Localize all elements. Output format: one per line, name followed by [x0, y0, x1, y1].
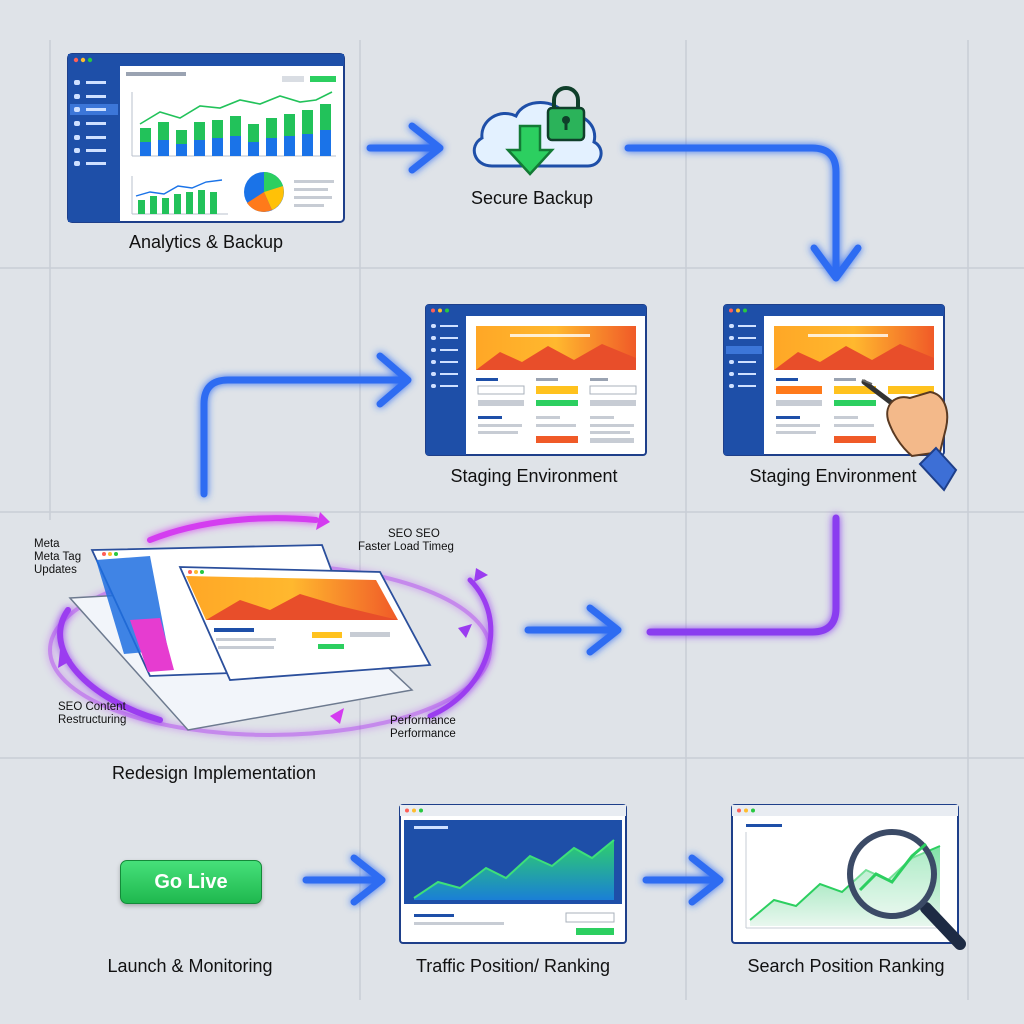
- annotation-meta: Meta Meta Tag Updates: [34, 538, 81, 577]
- redesign-pages-stack: [48, 512, 494, 737]
- dashboard-small-chart: [131, 176, 228, 215]
- pen-hand-icon: [861, 379, 958, 492]
- step-label-analytics-backup: Analytics & Backup: [128, 232, 284, 252]
- annotation-content-line2: Restructuring: [58, 714, 127, 726]
- arrow-staging-feedback: [646, 514, 840, 636]
- annotation-meta-line3: Updates: [34, 564, 77, 576]
- annotation-content-line1: SEO Content: [58, 701, 126, 713]
- grid-lines: [0, 40, 1024, 1000]
- step-label-traffic: Traffic Position/ Ranking: [415, 956, 611, 976]
- analytics-dashboard-window: [67, 53, 345, 223]
- step-label-search-ranking: Search Position Ranking: [747, 956, 945, 976]
- arrow-golive-to-traffic: [302, 854, 386, 906]
- annotation-performance: Performance Performance: [390, 715, 456, 741]
- step-label-redesign: Redesign Implementation: [111, 763, 317, 783]
- annotation-meta-line2: Meta Tag: [34, 551, 82, 563]
- step-label-secure-backup: Secure Backup: [470, 188, 594, 208]
- download-arrow-icon: [505, 124, 555, 176]
- arrow-redesign-to-staging: [200, 352, 412, 498]
- dashboard-pie-chart: [244, 172, 284, 212]
- dashboard-bar-chart: [131, 91, 336, 157]
- arrows: [200, 122, 862, 906]
- annotation-seo-line1: SEO SEO: [388, 528, 440, 540]
- magnifier-icon: [847, 829, 966, 950]
- staging-window-1: [425, 304, 647, 456]
- step-label-launch: Launch & Monitoring: [107, 956, 273, 976]
- annotation-seo-line2: Faster Load Timeg: [358, 541, 454, 553]
- go-live-button[interactable]: Go Live: [120, 860, 262, 904]
- lock-icon: [546, 86, 586, 142]
- annotation-content: SEO Content Restructuring: [58, 701, 126, 727]
- traffic-chart-window: [399, 804, 627, 944]
- annotation-performance-line1: Performance: [390, 715, 456, 727]
- arrow-backup-to-staging: [624, 144, 862, 282]
- annotation-meta-line1: Meta: [34, 538, 60, 550]
- step-label-staging-1: Staging Environment: [450, 466, 618, 486]
- arrow-traffic-to-ranking: [642, 854, 724, 906]
- arrow-to-staging-loop: [524, 604, 622, 656]
- annotation-seo: SEO SEO Faster Load Timeg: [358, 528, 454, 554]
- annotation-performance-line2: Performance: [390, 728, 456, 740]
- step-label-staging-2: Staging Environment: [749, 466, 917, 486]
- arrow-analytics-to-backup: [366, 122, 444, 174]
